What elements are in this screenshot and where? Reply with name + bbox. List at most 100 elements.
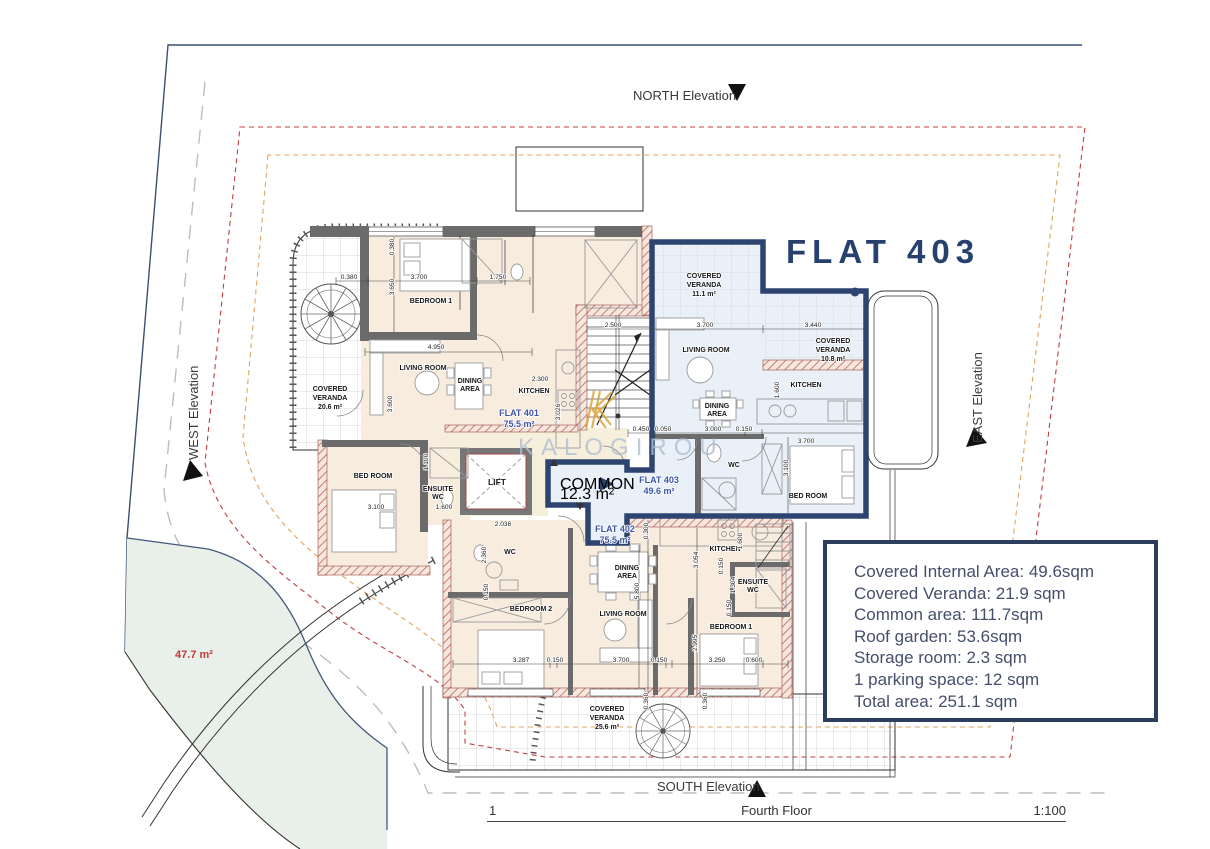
scale-bar: 1 Fourth Floor 1:100 [487, 801, 1066, 822]
room-label: WC [728, 462, 740, 469]
watermark: KALOGIROU [518, 434, 724, 461]
flat-title: FLAT 403 [786, 233, 981, 270]
svg-text:2.995: 2.995 [692, 634, 699, 651]
svg-text:3.054: 3.054 [693, 551, 700, 568]
room-label: KITCHEN [518, 388, 549, 395]
room-label: 25.6 m² [595, 724, 620, 731]
sheet-number: 1 [489, 803, 497, 818]
flat-label: 49.6 m² [643, 486, 674, 496]
room-label: DINING [458, 378, 483, 385]
svg-text:5.800: 5.800 [634, 582, 641, 599]
svg-text:4.950: 4.950 [428, 344, 445, 351]
flat-label: FLAT 401 [499, 408, 539, 418]
svg-text:0.360: 0.360 [643, 692, 650, 709]
svg-text:0.150: 0.150 [718, 557, 725, 574]
room-label: 11.1 m² [692, 291, 716, 298]
svg-text:3.440: 3.440 [805, 322, 822, 329]
room-label: VERANDA [687, 282, 722, 289]
svg-text:3.700: 3.700 [613, 657, 630, 664]
svg-text:1.750: 1.750 [490, 274, 507, 281]
room-label: COVERED [816, 338, 851, 345]
room-label: 12.3 m² [560, 486, 615, 503]
svg-text:3.100: 3.100 [783, 459, 790, 476]
dimension-labels: 0.380 3.700 1.750 0.380 3.650 4.950 2.30… [340, 238, 822, 710]
room-label: AREA [460, 386, 480, 393]
room-label: BEDROOM 1 [410, 298, 453, 305]
room-label: WC [432, 494, 444, 501]
svg-text:3.250: 3.250 [709, 657, 726, 664]
green-area-label: 47.7 m² [175, 649, 213, 661]
room-label: LIVING ROOM [399, 365, 446, 372]
svg-text:1.600: 1.600 [436, 504, 453, 511]
door-swings [336, 334, 767, 625]
summary-line: Roof garden: 53.6sqm [854, 626, 1023, 646]
svg-text:2.036: 2.036 [495, 521, 512, 528]
summary-line: Total area: 251.1 sqm [854, 691, 1018, 711]
svg-text:3.100: 3.100 [368, 504, 385, 511]
room-label: LIVING ROOM [682, 347, 729, 354]
floor-name: Fourth Floor [741, 803, 812, 818]
dimension-lines [335, 237, 867, 710]
svg-text:0.150: 0.150 [483, 583, 490, 600]
room-label: BED ROOM [789, 493, 828, 500]
room-label: WC [504, 549, 516, 556]
svg-text:1.600: 1.600 [774, 381, 781, 398]
room-label: AREA [707, 411, 727, 418]
room-label: VERANDA [816, 347, 851, 354]
svg-text:3.287: 3.287 [513, 657, 530, 664]
summary-line: Covered Internal Area: 49.6sqm [854, 562, 1095, 581]
room-label: LIVING ROOM [599, 611, 646, 618]
lift [465, 453, 527, 510]
room-label: DINING [705, 403, 730, 410]
svg-text:3.650: 3.650 [389, 278, 396, 295]
kalogirou-logo-icon [584, 390, 616, 429]
north-triangle-icon [728, 84, 746, 101]
east-elevation-label: EAST Elevation [970, 352, 985, 443]
svg-text:3.700: 3.700 [798, 438, 815, 445]
room-label: COVERED [590, 706, 625, 713]
svg-text:3.000: 3.000 [705, 426, 722, 433]
svg-text:3.700: 3.700 [697, 322, 714, 329]
room-label: 20.6 m² [318, 404, 343, 411]
svg-text:0.360: 0.360 [702, 692, 709, 709]
plan-labels: COVERED VERANDA 20.6 m² BEDROOM 1 LIVING… [312, 272, 851, 732]
east-triangle-icon [966, 427, 987, 447]
room-label: AREA [617, 573, 637, 580]
svg-text:0.380: 0.380 [341, 274, 358, 281]
furniture [331, 238, 865, 689]
room-label: DINING [615, 565, 640, 572]
room-label: KITCHEN [709, 546, 740, 553]
north-elevation-label: NORTH Elevation [633, 88, 737, 103]
room-label: BEDROOM 1 [710, 624, 753, 631]
svg-text:3.700: 3.700 [411, 274, 428, 281]
svg-text:0.300: 0.300 [643, 522, 650, 539]
svg-text:2.360: 2.360 [481, 546, 488, 563]
svg-text:0.380: 0.380 [389, 238, 396, 255]
summary-line: 1 parking space: 12 sqm [854, 669, 1040, 689]
stair-core [587, 315, 651, 430]
south-elevation-label: SOUTH Elevation [657, 779, 760, 794]
room-label: BEDROOM 2 [510, 606, 553, 613]
room-label: VERANDA [590, 715, 625, 722]
west-elevation-label: WEST Elevation [186, 365, 201, 460]
svg-text:1.100: 1.100 [423, 453, 430, 470]
room-label: VERANDA [313, 395, 348, 402]
room-label: BED ROOM [354, 473, 393, 480]
room-label: COVERED [687, 273, 722, 280]
svg-text:0.150: 0.150 [736, 426, 753, 433]
flat-label: 75.5 m² [503, 419, 534, 429]
svg-text:0.150: 0.150 [547, 657, 564, 664]
svg-text:0.450: 0.450 [633, 426, 650, 433]
svg-text:0.150: 0.150 [651, 657, 668, 664]
svg-text:3.600: 3.600 [387, 395, 394, 412]
svg-text:0.050: 0.050 [655, 426, 672, 433]
room-label: COVERED [313, 386, 348, 393]
summary-line: Covered Veranda: 21.9 sqm [854, 583, 1066, 603]
south-triangle-icon [748, 780, 766, 797]
svg-text:2.300: 2.300 [532, 376, 549, 383]
room-label: 10.8 m² [821, 356, 846, 363]
svg-text:1.600: 1.600 [737, 532, 744, 549]
area-summary-box: Covered Internal Area: 49.6sqm Covered V… [823, 540, 1158, 722]
